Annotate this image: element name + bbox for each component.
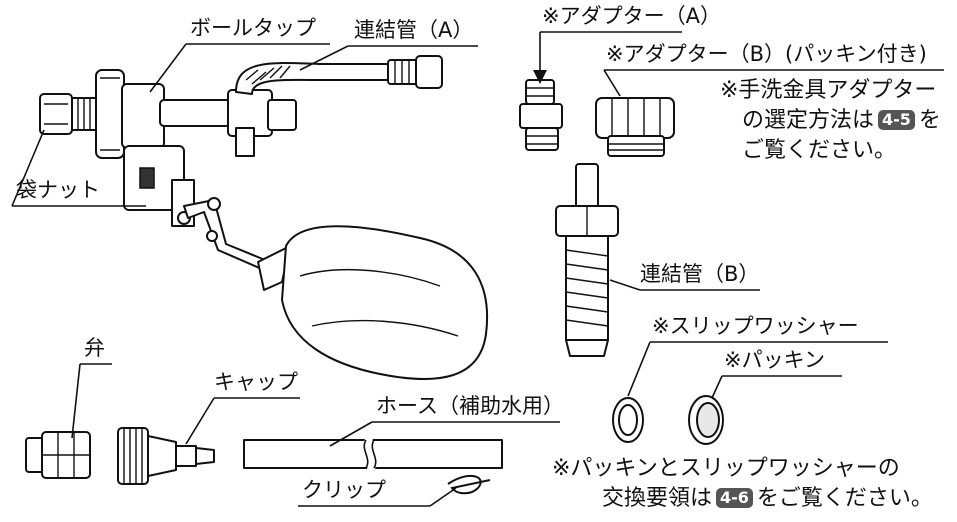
adapter-selection-note-line1: ※手洗金具アダプター bbox=[720, 78, 937, 103]
cap-label: キャップ bbox=[214, 370, 298, 394]
page-ref-badge: 4-5 bbox=[878, 110, 915, 131]
replacement-note-line1: ※パッキンとスリップワッシャーの bbox=[552, 456, 900, 481]
cap-drawing bbox=[117, 427, 215, 485]
float-ball-drawing bbox=[257, 225, 488, 380]
ball-tap-drawing bbox=[39, 55, 443, 271]
hose-label: ホース（補助水用） bbox=[376, 394, 564, 418]
slip-washer-label: ※スリップワッシャー bbox=[652, 314, 859, 338]
page-ref-badge: 4-6 bbox=[716, 488, 753, 509]
adapter-b-label: ※アダプター（B）(パッキン付き) bbox=[606, 42, 927, 66]
note-text: を bbox=[918, 108, 941, 133]
adapter-b-drawing bbox=[595, 97, 675, 157]
leader-lines bbox=[11, 31, 944, 507]
connecting-pipe-a-label: 連結管（A） bbox=[354, 18, 474, 42]
clip-drawing bbox=[447, 474, 491, 495]
adapter-a-label: ※アダプター（A） bbox=[542, 4, 721, 28]
slip-washer-drawing bbox=[612, 397, 644, 443]
hose-drawing bbox=[243, 436, 503, 472]
connecting-pipe-b-label: 連結管（B） bbox=[640, 262, 760, 286]
note-text: の選定方法は bbox=[742, 108, 875, 133]
packing-label: ※パッキン bbox=[724, 348, 825, 372]
valve-drawing bbox=[25, 431, 91, 479]
ball-tap-label: ボールタップ bbox=[190, 16, 316, 40]
bag-nut-label: 袋ナット bbox=[16, 178, 100, 202]
note-text: 交換要領は bbox=[602, 486, 713, 511]
clip-label: クリップ bbox=[302, 478, 386, 502]
connecting-pipe-b-drawing bbox=[555, 163, 619, 357]
note-text: をご覧ください。 bbox=[756, 486, 933, 511]
adapter-selection-note-line3: ご覧ください。 bbox=[742, 138, 897, 163]
valve-label: 弁 bbox=[84, 336, 105, 360]
packing-drawing bbox=[688, 395, 724, 445]
adapter-a-drawing bbox=[519, 79, 563, 151]
